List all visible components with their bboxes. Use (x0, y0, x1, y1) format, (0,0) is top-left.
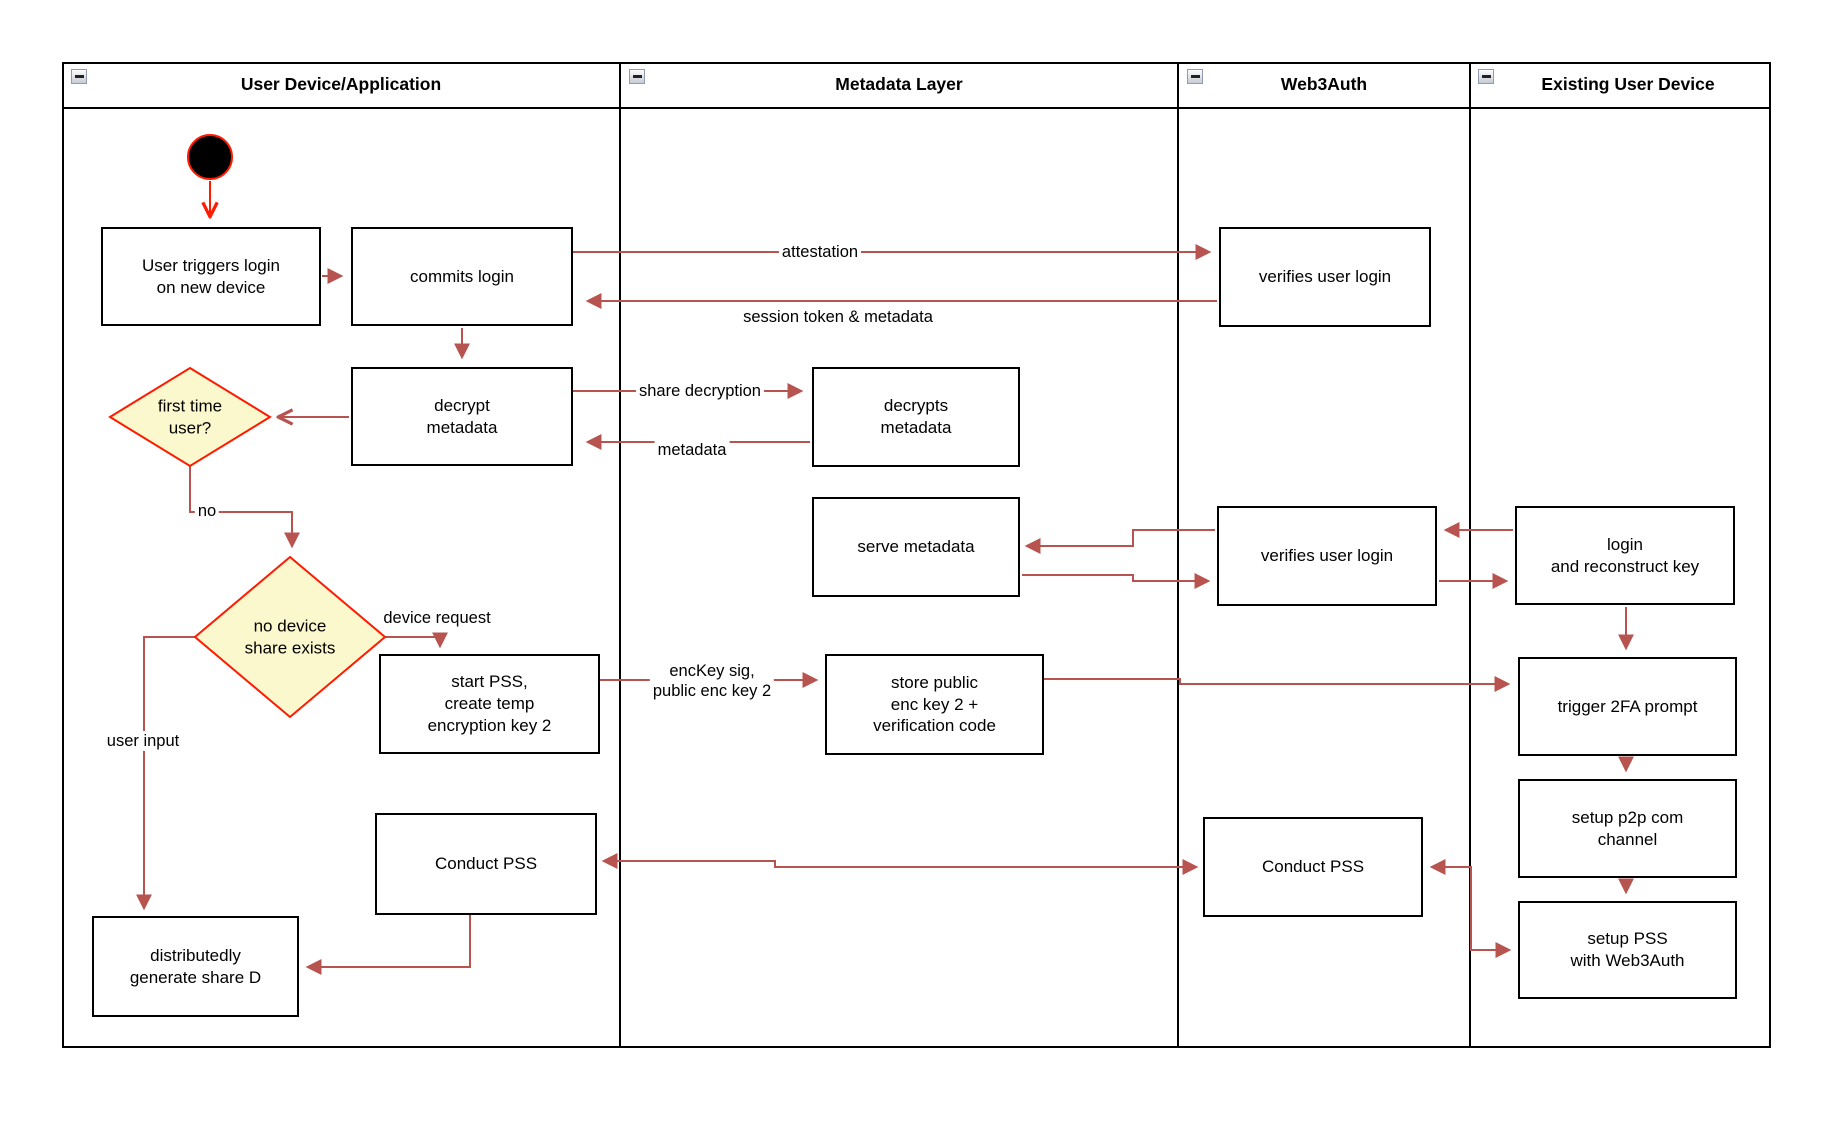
lane-divider-3 (1469, 62, 1471, 1048)
collapse-icon[interactable] (71, 69, 87, 84)
node-verifies-user-login-1[interactable]: verifies user login (1219, 227, 1431, 327)
collapse-icon[interactable] (1478, 69, 1494, 84)
node-start-pss[interactable]: start PSS, create temp encryption key 2 (379, 654, 600, 754)
edge-conduct-pss-link[interactable] (601, 853, 1199, 875)
collapse-icon[interactable] (1187, 69, 1203, 84)
edge-conduct-w3a-setup-pss[interactable] (1429, 859, 1512, 958)
edge-label-device-request: device request (380, 607, 494, 629)
decision-label-no-device-share: no device share exists (244, 616, 336, 657)
node-conduct-pss-web3auth[interactable]: Conduct PSS (1203, 817, 1423, 917)
node-user-triggers-login[interactable]: User triggers login on new device (101, 227, 321, 326)
lane-title-web3auth: Web3Auth (1280, 74, 1368, 94)
edge-no[interactable] (189, 466, 300, 549)
edge-store-to-trigger-2fa[interactable] (1044, 676, 1511, 692)
edge-user-input[interactable] (136, 636, 195, 911)
edge-label-share-decryption: share decryption (636, 380, 764, 402)
lane-divider-2 (1177, 62, 1179, 1048)
edge-device-request[interactable] (385, 632, 448, 649)
edge-label-user-input: user input (103, 730, 183, 752)
edge-label-no: no (194, 500, 220, 522)
node-commits-login[interactable]: commits login (351, 227, 573, 326)
node-setup-p2p[interactable]: setup p2p com channel (1518, 779, 1737, 878)
edge-label-attestation: attestation (778, 241, 862, 263)
edge-label-metadata: metadata (654, 439, 730, 461)
edge-conduct-to-distributedly[interactable] (305, 915, 471, 975)
minus-icon (632, 75, 642, 78)
minus-icon (74, 75, 84, 78)
node-decrypt-metadata[interactable]: decrypt metadata (351, 367, 573, 466)
collapse-icon[interactable] (629, 69, 645, 84)
decision-no-device-share[interactable] (193, 555, 387, 719)
minus-icon (1190, 75, 1200, 78)
node-distributedly-generate[interactable]: distributedly generate share D (92, 916, 299, 1017)
decision-label-first-time-user: first time user? (157, 396, 223, 437)
node-setup-pss-web3auth[interactable]: setup PSS with Web3Auth (1518, 901, 1737, 999)
lane-title-user-device: User Device/Application (240, 74, 442, 94)
node-trigger-2fa[interactable]: trigger 2FA prompt (1518, 657, 1737, 756)
lane-divider-1 (619, 62, 621, 1048)
node-serve-metadata[interactable]: serve metadata (812, 497, 1020, 597)
start-node[interactable] (187, 134, 233, 180)
edge-verifies2-to-serve[interactable] (1024, 529, 1215, 554)
header-separator (62, 107, 1771, 109)
node-login-reconstruct-key[interactable]: login and reconstruct key (1515, 506, 1735, 605)
node-store-public-enc-key[interactable]: store public enc key 2 + verification co… (825, 654, 1044, 755)
decision-first-time-user[interactable] (108, 366, 272, 468)
edge-serve-to-verifies2[interactable] (1022, 573, 1211, 589)
node-verifies-user-login-2[interactable]: verifies user login (1217, 506, 1437, 606)
lane-title-metadata-layer: Metadata Layer (835, 74, 963, 94)
lane-title-existing-user-device: Existing User Device (1541, 74, 1715, 94)
pool-border (62, 62, 1771, 1048)
edge-label-enckey: encKey sig, public enc key 2 (649, 660, 775, 702)
node-conduct-pss-user[interactable]: Conduct PSS (375, 813, 597, 915)
node-decrypts-metadata[interactable]: decrypts metadata (812, 367, 1020, 467)
edge-label-session-token: session token & metadata (740, 306, 936, 328)
minus-icon (1481, 75, 1491, 78)
